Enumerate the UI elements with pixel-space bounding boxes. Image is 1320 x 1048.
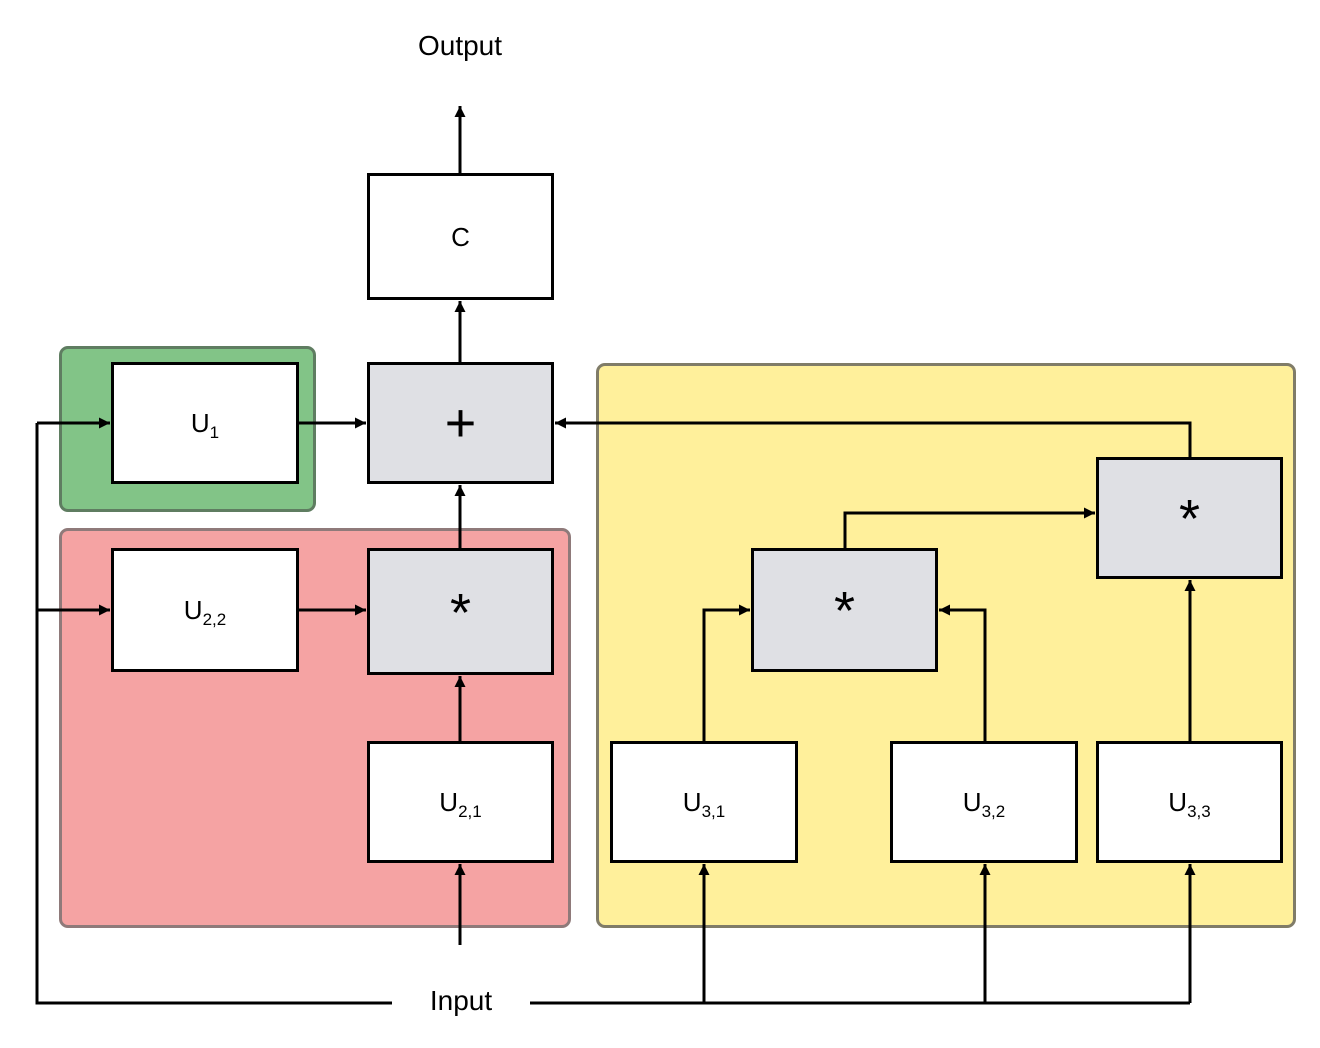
u1-block: U1 [111, 362, 299, 484]
u1-label: U1 [190, 408, 220, 442]
input-label: Input [400, 987, 522, 1015]
u32-label: U3,2 [962, 787, 1006, 821]
c-block: C [367, 173, 554, 300]
yellow-upper-multiply-node: * [1096, 457, 1283, 579]
u33-label: U3,3 [1168, 787, 1211, 821]
sum-node: + [367, 362, 554, 484]
multiply-symbol: * [833, 581, 855, 641]
u21-label: U2,1 [439, 787, 482, 821]
u32-block: U3,2 [890, 741, 1078, 863]
u21-block: U2,1 [367, 741, 554, 863]
u33-block: U3,3 [1096, 741, 1283, 863]
multiply-symbol: * [1178, 489, 1200, 549]
yellow-lower-multiply-node: * [751, 548, 938, 672]
u22-block: U2,2 [111, 548, 299, 672]
u31-label: U3,1 [682, 787, 726, 821]
c-label: C [451, 221, 470, 252]
plus-symbol: + [444, 393, 477, 453]
u31-block: U3,1 [610, 741, 798, 863]
red-multiply-node: * [367, 548, 554, 675]
multiply-symbol: * [449, 582, 471, 643]
u22-label: U2,2 [183, 595, 227, 629]
output-label: Output [380, 32, 540, 60]
